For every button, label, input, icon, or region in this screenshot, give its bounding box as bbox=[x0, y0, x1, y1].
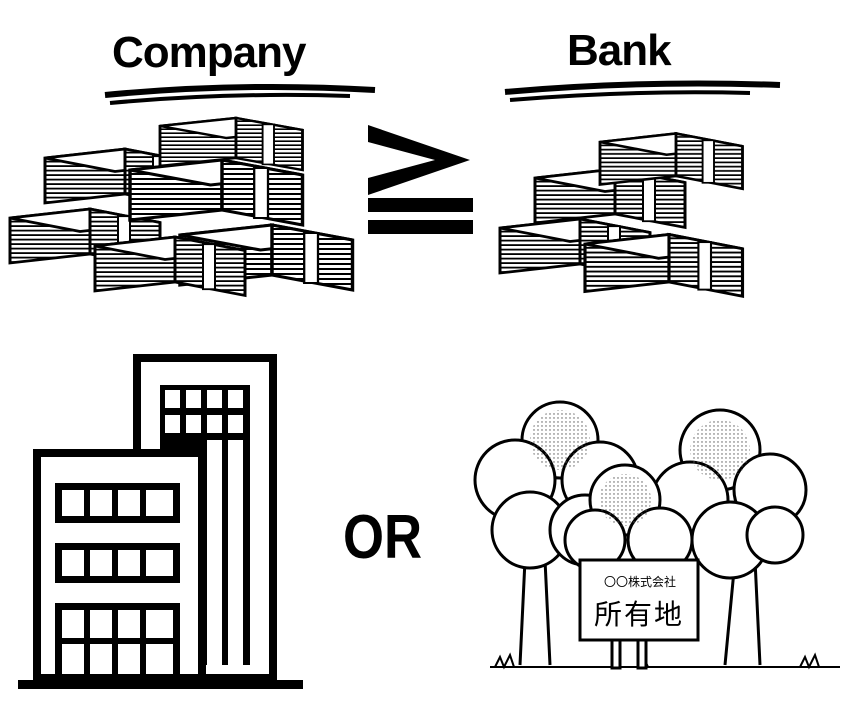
or-label: OR bbox=[343, 503, 423, 572]
company-money-stack bbox=[8, 116, 355, 297]
trees-icon bbox=[473, 400, 840, 670]
office-building-icon bbox=[18, 354, 303, 689]
bank-money-stack bbox=[498, 132, 745, 298]
greater-or-equal-icon bbox=[368, 125, 473, 234]
property-sign bbox=[578, 558, 700, 670]
company-label: Company bbox=[112, 28, 306, 77]
sign-title: 所有地 bbox=[594, 598, 685, 631]
bank-label: Bank bbox=[567, 26, 672, 75]
company-underline bbox=[104, 83, 376, 105]
sign-company-name: 〇〇株式会社 bbox=[604, 575, 677, 589]
bank-underline bbox=[504, 80, 781, 102]
